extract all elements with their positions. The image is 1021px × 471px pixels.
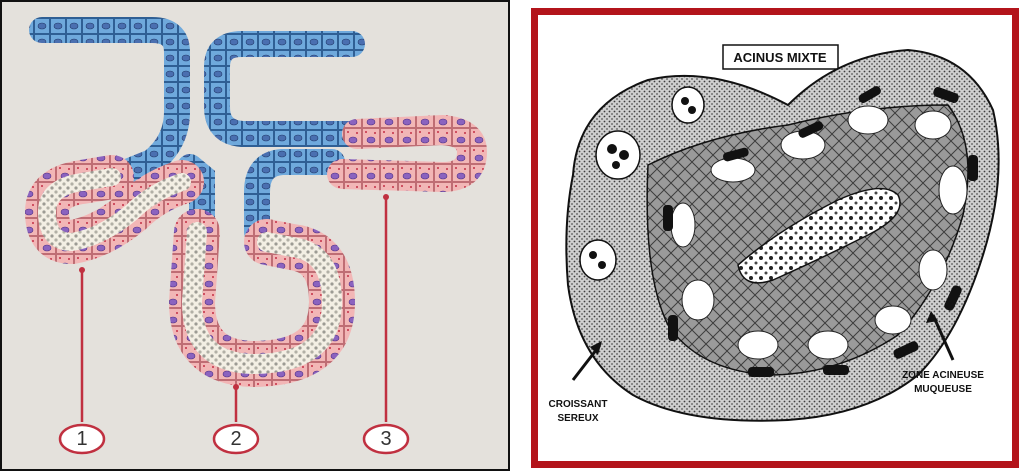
marker-2-number: 2 xyxy=(230,428,241,450)
acinus-panel: ACINUS MIXTE xyxy=(531,8,1019,468)
serous-segment-right xyxy=(342,130,472,177)
pointer-dot-1 xyxy=(79,267,85,273)
tubule-schematic-panel: 1 2 3 xyxy=(0,0,510,471)
label-croissant: CROISSANT xyxy=(549,399,608,410)
label-zone-acineuse: ZONE ACINEUSE xyxy=(902,370,984,381)
acinus-diagram: ACINUS MIXTE xyxy=(538,15,1012,461)
tubule-diagram: 1 2 3 xyxy=(2,2,508,469)
label-sereux: SEREUX xyxy=(557,413,598,424)
pointer-dot-2 xyxy=(233,384,239,390)
marker-3: 3 xyxy=(364,425,408,453)
title-box: ACINUS MIXTE xyxy=(723,45,838,69)
marker-1: 1 xyxy=(60,425,104,453)
marker-3-number: 3 xyxy=(380,428,391,450)
marker-2: 2 xyxy=(214,425,258,453)
marker-1-number: 1 xyxy=(76,428,87,450)
acinus-title: ACINUS MIXTE xyxy=(733,50,827,65)
label-muqueuse: MUQUEUSE xyxy=(914,384,972,395)
duct-segment-upper-right xyxy=(217,44,352,134)
pointer-dot-3 xyxy=(383,194,389,200)
